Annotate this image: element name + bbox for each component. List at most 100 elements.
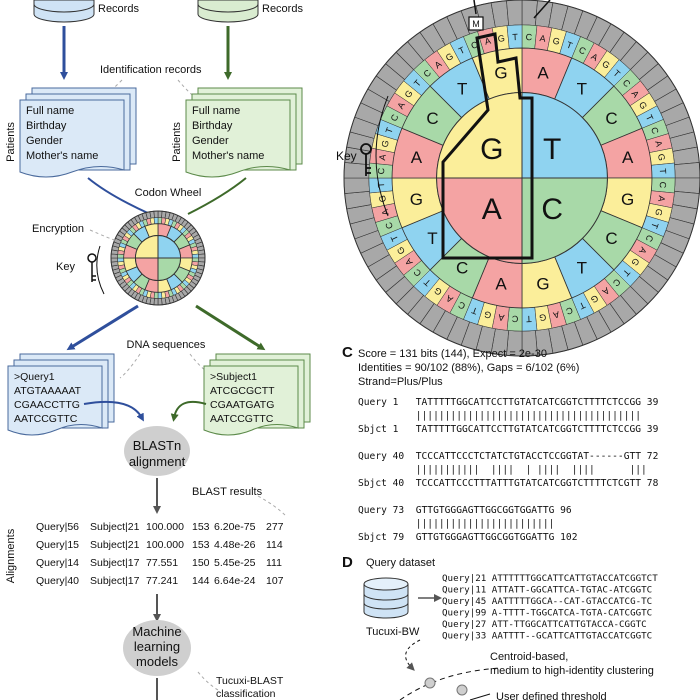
small-wheel-quadrant-C: [157, 257, 182, 282]
rotation-arrow-small: [96, 245, 105, 295]
big-wheel-outer-letter: C: [621, 78, 633, 90]
big-wheel-outer-letter: A: [637, 245, 649, 255]
big-wheel-outer-letter: A: [484, 36, 492, 47]
big-wheel-outer-letter: A: [653, 140, 664, 148]
highlight-outline: [441, 32, 534, 260]
score-line: Score = 131 bits (144), Expect = 2e-30: [358, 348, 547, 360]
big-wheel-outer-letter: T: [412, 78, 423, 89]
panel-a: Records Records Identification records P…: [5, 0, 311, 700]
big-wheel-mid-letter: C: [605, 109, 617, 128]
tucuxi-class-label-2: classification: [216, 688, 276, 700]
small-wheel-outer-seg: [117, 257, 125, 263]
big-wheel-outer-letter: A: [601, 285, 612, 297]
small-codon-wheel: [110, 210, 206, 306]
small-wheel-outer-seg: [153, 217, 159, 225]
result-cell-2-5: 111: [266, 557, 282, 569]
query-seq-line-2: CGAACCTTG: [14, 399, 80, 411]
big-wheel-outer-letter: T: [389, 233, 401, 243]
rotation-arrow-big: [375, 95, 389, 217]
big-wheel-gray-seg: [674, 162, 700, 179]
big-wheel-outer-letter: G: [656, 153, 667, 161]
field-left-2: Gender: [26, 135, 63, 147]
big-wheel-outer-letter: T: [457, 45, 467, 57]
query-list-item-0: Query|21 ATTTTTTGGCATTCATTGTACCATCGGTCT: [442, 573, 658, 584]
key-label-small: Key: [56, 261, 75, 273]
pointer-marker: M: [468, 0, 551, 31]
tucuxi-class-label-1: Tucuxi-BLAST: [216, 675, 284, 687]
result-cell-2-4: 5.45e-25: [214, 557, 256, 569]
result-cell-1-5: 114: [266, 539, 283, 551]
alignments-label: Alignments: [5, 528, 17, 583]
small-wheel-outer-seg: [157, 291, 163, 299]
patients-label-left: Patients: [5, 122, 17, 162]
big-wheel-outer-letter: C: [376, 167, 386, 174]
panel-d-letter: D: [342, 554, 353, 571]
curve-subject-to-blast: [170, 400, 207, 422]
small-wheel-gray-seg: [110, 257, 119, 263]
curve-to-wheel-left: [87, 177, 151, 215]
big-wheel-quadrant-A: [436, 177, 523, 264]
big-wheel-outer-letter: T: [525, 314, 531, 324]
big-wheel-outer-letter: T: [611, 68, 622, 79]
big-wheel-outer-letter: T: [384, 126, 395, 135]
big-wheel-quadrant-C: [521, 177, 608, 264]
identities-line: Identities = 90/102 (88%), Gaps = 6/102 …: [358, 362, 579, 374]
big-wheel-outer-letter: T: [658, 168, 668, 174]
small-wheel-quadrant-G: [134, 234, 159, 259]
query-list-item-1: Query|11 ATTATT-GGCATTCA-TGTAC-ATCGGTC: [442, 585, 652, 596]
big-wheel-outer-letter: A: [433, 59, 444, 71]
big-wheel-outer-letter: A: [380, 208, 391, 216]
patient-doc-right: [185, 87, 303, 178]
database-icon-tucuxi: [363, 577, 409, 619]
big-wheel-outer-letter: G: [600, 59, 612, 71]
key-label-big: Key: [336, 149, 357, 163]
result-cell-0-5: 277: [266, 521, 284, 533]
big-wheel-outer-letter: A: [552, 309, 560, 320]
big-wheel-outer-letter: G: [637, 100, 649, 111]
big-wheel-outer-letter: A: [444, 293, 454, 305]
big-wheel-gray-seg: [521, 0, 538, 26]
big-wheel-mid-letter: A: [622, 148, 634, 167]
big-wheel-outer-letter: G: [403, 88, 415, 100]
big-wheel-quadrant-letter: T: [543, 133, 561, 166]
alignment-block: Query 1 TATTTTTGGCATTCCTTGTATCATCGGTCTTT…: [358, 397, 659, 543]
big-wheel-mid-letter: C: [426, 109, 438, 128]
query-list-item-5: Query|33 AATTTT--GCATTCATTGTACCATCGGTC: [442, 631, 652, 642]
big-wheel-outer-letter: A: [539, 33, 546, 44]
threshold-pointer: [469, 693, 491, 700]
big-wheel-outer-letter: C: [649, 126, 661, 136]
result-cell-3-2: 77.241: [146, 575, 178, 587]
ml-label-1: Machine: [132, 624, 181, 639]
field-left-0: Full name: [26, 105, 74, 117]
big-wheel-mid-letter: T: [427, 229, 437, 248]
alignment-line-10: Sbjct 79 GTTGTGGGAGTTGGCGGTGGATTG 102: [358, 532, 578, 543]
big-wheel-outer-letter: C: [411, 267, 423, 279]
big-wheel-outer-letter: G: [395, 245, 407, 256]
small-wheel-quadrant-A: [134, 257, 159, 282]
encryption-label: Encryption: [32, 223, 84, 235]
big-wheel-outer-letter: T: [565, 40, 574, 51]
patients-label-right: Patients: [171, 122, 183, 162]
big-wheel-mid-letter: T: [577, 259, 587, 278]
results-callout: [257, 495, 287, 517]
result-cell-1-3: 153: [192, 539, 210, 551]
big-wheel-mid-letter: A: [495, 275, 507, 294]
cluster-point-1: [424, 677, 436, 689]
alignment-line-8: Query 73 GTTGTGGGAGTTGGCGGTGGATTG 96: [358, 505, 572, 516]
big-wheel-outer-letter: G: [653, 208, 664, 217]
big-wheel-outer-letter: A: [629, 89, 641, 100]
identification-records-label: Identification records: [100, 64, 202, 76]
big-wheel-outer-letter: A: [589, 51, 599, 63]
small-wheel-quadrant-T: [157, 234, 182, 259]
result-cell-3-3: 144: [192, 575, 210, 587]
alignment-line-2: Sbjct 1 TATTTTTGGCATTCCTTGTATCATCGGTCTTT…: [358, 424, 659, 435]
result-cell-3-4: 6.64e-24: [214, 575, 256, 587]
threshold-label: User defined threshold: [496, 691, 607, 700]
result-cell-1-4: 4.48e-26: [214, 539, 256, 551]
alignment-line-1: |||||||||||||||||||||||||||||||||||||||: [358, 411, 641, 422]
result-cell-0-4: 6.20e-75: [214, 521, 256, 533]
